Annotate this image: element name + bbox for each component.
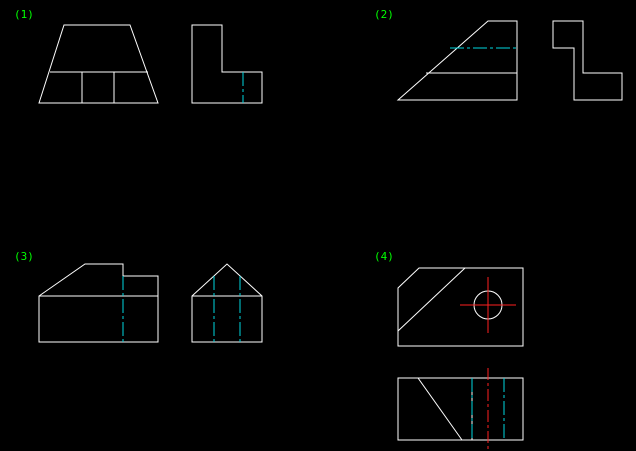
figure-4-label: (4): [374, 250, 394, 263]
figure-2-label: (2): [374, 8, 394, 21]
figure-2-front-view: [396, 20, 518, 101]
figure-4: (4): [374, 250, 524, 450]
figure-4-top-view: [397, 267, 524, 347]
figure-1-front-view: [38, 24, 159, 104]
figure-1-label: (1): [14, 8, 34, 21]
figure-3: (3): [14, 250, 263, 343]
figure-3-label: (3): [14, 250, 34, 263]
figure-4-front-view: [397, 368, 524, 450]
figure-3-front-view: [38, 263, 159, 343]
figure-1-side-view: [191, 24, 263, 104]
figure-3-side-view: [191, 263, 263, 343]
figure-1: (1): [14, 8, 263, 104]
figure-2: (2): [374, 8, 623, 101]
figure-2-side-view: [552, 20, 623, 101]
